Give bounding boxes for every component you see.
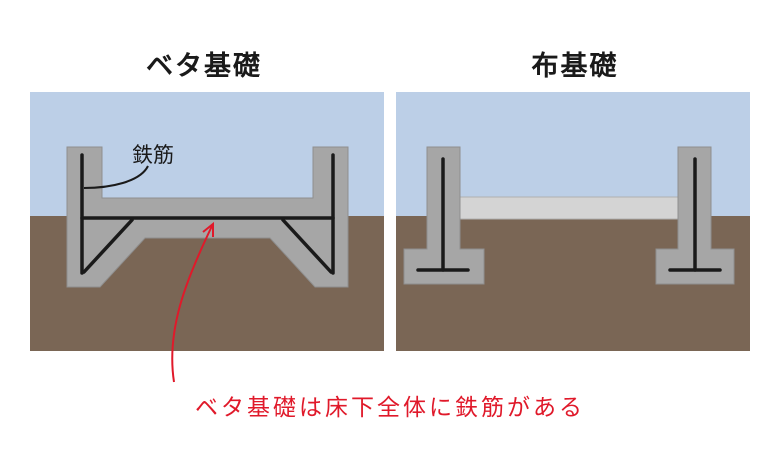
rebar-strip: [416, 157, 722, 272]
annotation-arrow: [171, 221, 214, 383]
rebar-leader-line: [83, 165, 149, 189]
panel-beta-foundation: 鉄筋: [30, 92, 384, 351]
arrow-head: [202, 221, 214, 237]
arrow-curve: [171, 225, 213, 383]
rebar-left-diagonal: [82, 218, 134, 274]
rebar-label: 鉄筋: [132, 143, 174, 167]
title-beta-foundation: ベタ基礎: [146, 51, 262, 82]
rebar-beta: [80, 153, 335, 275]
panel-strip-foundation: [396, 92, 750, 351]
title-strip-foundation: 布基礎: [531, 51, 619, 82]
floor-slab: [459, 196, 679, 220]
caption-text: ベタ基礎は床下全体に鉄筋がある: [195, 395, 585, 421]
rebar-right-diagonal: [281, 218, 333, 274]
